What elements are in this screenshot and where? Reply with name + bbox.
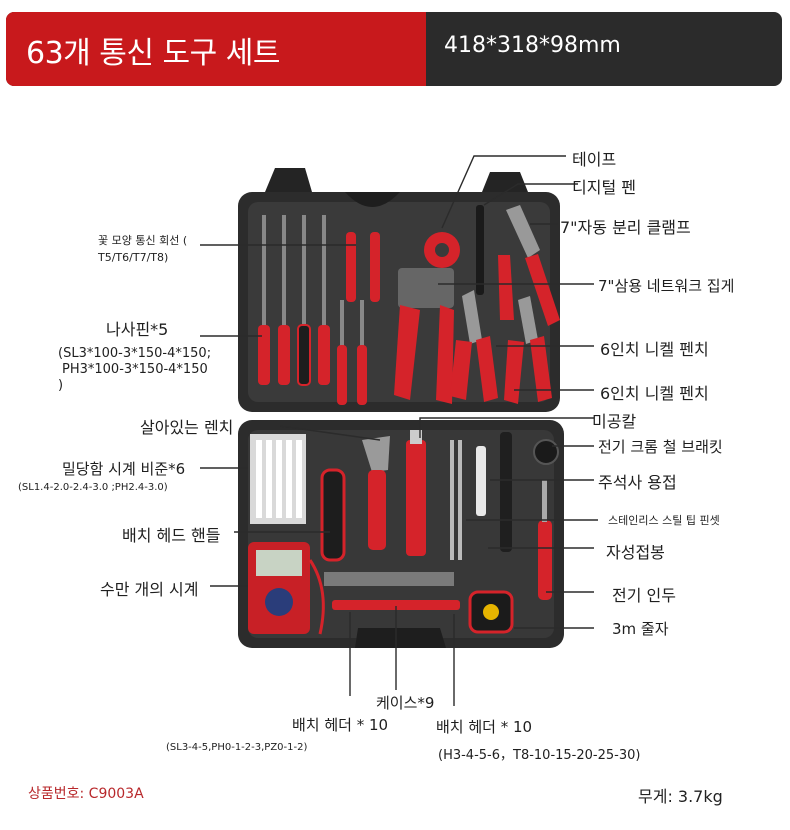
digital-pen <box>476 205 484 295</box>
wire-stripper <box>498 205 560 326</box>
label-auto-stripper: 7"자동 분리 클램프 <box>560 218 691 237</box>
header-banner-accent <box>6 12 426 86</box>
nickel-pliers <box>450 290 552 404</box>
label-utility-knife: 미공칼 <box>592 412 637 431</box>
tweezers-and-rods <box>450 432 512 560</box>
multimeter <box>248 542 325 635</box>
soldering-iron <box>533 439 559 600</box>
screwdriver-set <box>258 215 380 405</box>
label-soldering-iron: 전기 인두 <box>612 586 676 605</box>
label-flower-screwdriver: 꽃 모양 통신 회선 ( <box>98 234 188 247</box>
label-case: 케이스*9 <box>376 694 435 712</box>
utility-knife <box>406 430 426 556</box>
label-nickel-pliers-1: 6인치 니켈 펜치 <box>600 340 709 359</box>
network-crimper <box>394 268 454 404</box>
label-screwdriver-spec-1: (SL3*100-3*150-4*150; <box>58 346 212 361</box>
label-bit-head-2: 배치 헤더 * 10 <box>436 718 533 736</box>
label-screwdriver-spec-2: PH3*100-3*150-4*150 <box>62 362 208 377</box>
label-adjustable-wrench: 살아있는 렌치 <box>140 418 234 437</box>
label-precision-spec: (SL1.4-2.0-2.4-3.0 ;PH2.4-3.0) <box>18 482 168 493</box>
product-weight: 무게: 3.7kg <box>638 787 723 806</box>
case-top-latches <box>265 168 528 192</box>
label-screwdriver-spec-3: ) <box>58 378 64 393</box>
callout-lines <box>200 155 598 706</box>
label-bit-head-1-spec: (SL3-4-5,PH0-1-2-3,PZ0-1-2) <box>166 742 308 753</box>
label-tweezers: 스테인리스 스틸 팁 핀셋 <box>608 514 720 527</box>
label-bit-head-1: 배치 헤더 * 10 <box>292 716 389 734</box>
bit-strip <box>324 572 460 610</box>
label-chrome-bracket: 전기 크롬 철 브래킷 <box>598 438 723 456</box>
bit-handle <box>320 468 346 562</box>
label-nickel-pliers-2: 6인치 니켈 펜치 <box>600 384 709 403</box>
label-magnetic-rod: 자성접봉 <box>606 543 665 562</box>
tape-roll <box>424 232 460 268</box>
adjustable-wrench <box>362 436 390 550</box>
label-bit-handle: 배치 헤드 핸들 <box>122 526 221 545</box>
page-title: 63개 통신 도구 세트 <box>26 36 280 71</box>
label-digital-pen: 디지털 펜 <box>572 178 636 197</box>
precision-screwdriver-set <box>250 434 306 524</box>
tape-measure <box>468 590 514 634</box>
label-tape: 테이프 <box>572 150 617 169</box>
label-multimeter: 수만 개의 시계 <box>100 580 199 599</box>
label-precision-screwdriver: 밀당함 시계 비준*6 <box>62 460 186 478</box>
product-code: 상품번호: C9003A <box>28 786 144 802</box>
label-screwdriver: 나사핀*5 <box>106 320 169 339</box>
label-tape-measure: 3m 줄자 <box>612 620 669 638</box>
label-bit-head-2-spec: (H3-4-5-6，T8-10-15-20-25-30) <box>438 748 641 763</box>
label-flower-screwdriver-spec: T5/T6/T7/T8) <box>98 251 169 264</box>
label-network-crimper: 7"삼용 네트워크 집게 <box>598 277 735 295</box>
label-solder-sucker: 주석사 용접 <box>598 473 677 492</box>
case-dimensions: 418*318*98mm <box>444 33 621 58</box>
